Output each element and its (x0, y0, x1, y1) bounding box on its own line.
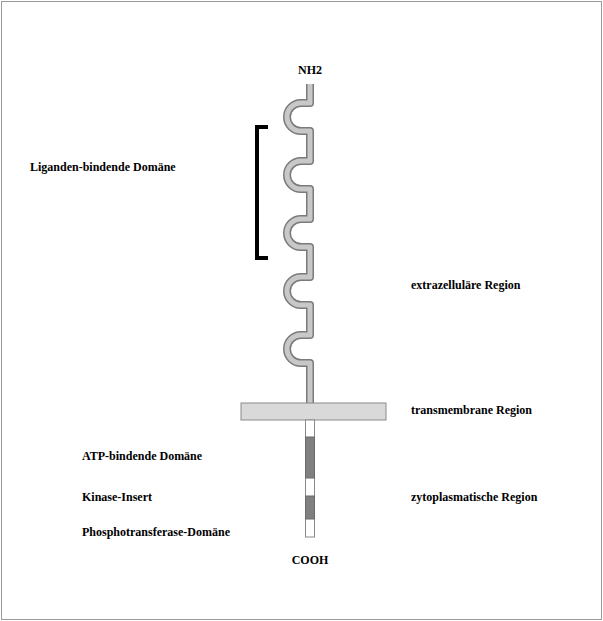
cytoplasmic-segment (306, 420, 315, 537)
region-label: extrazelluläre Region (411, 278, 520, 292)
membrane-band (241, 403, 386, 420)
extracellular-chain (287, 84, 310, 403)
ligand-bracket (257, 127, 268, 258)
region-label: zytoplasmatische Region (411, 490, 537, 504)
terminus-label: COOH (292, 553, 329, 567)
region-label: transmembrane Region (411, 403, 532, 417)
domain-label: Kinase-Insert (82, 490, 152, 504)
domain-label: Liganden-bindende Domäne (30, 160, 176, 174)
domain-label: Phosphotransferase-Domäne (82, 525, 230, 539)
terminus-label: NH2 (298, 63, 322, 77)
domain-label: ATP-bindende Domäne (82, 449, 202, 463)
